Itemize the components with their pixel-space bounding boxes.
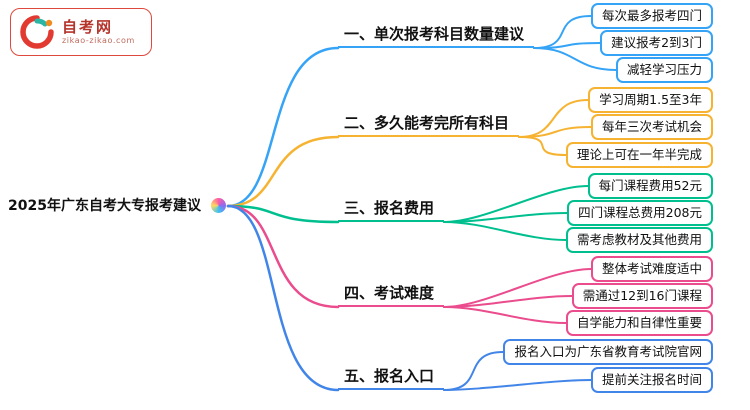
leaf-node: 需通过12到16门课程 — [571, 283, 713, 309]
leaf-node: 每年三次考试机会 — [590, 114, 713, 140]
branch-connector — [443, 212, 568, 223]
branch-connector — [226, 46, 340, 208]
branch-connector — [518, 99, 589, 138]
branch-connector — [226, 135, 340, 208]
central-topic: 2025年广东自考大专报考建议 — [8, 198, 201, 214]
branch-label: 三、报名费用 — [338, 198, 445, 222]
leaf-node: 四门课程总费用208元 — [567, 200, 713, 226]
branch-connector — [443, 221, 567, 241]
leaf-node: 整体考试难度适中 — [590, 256, 713, 282]
zikao-logo-icon — [20, 15, 54, 49]
branch-connector — [443, 379, 592, 391]
branch-label: 一、单次报考科目数量建议 — [338, 24, 535, 48]
leaf-node: 建议报考2到3门 — [600, 30, 713, 56]
branch-connector — [443, 306, 567, 324]
logo-text: 自考网 zikao-zikao.com — [62, 18, 135, 46]
branch-label: 四、考试难度 — [338, 283, 445, 307]
branch-connector — [533, 15, 592, 49]
branch-label: 二、多久能考完所有科目 — [338, 113, 520, 137]
branch-connector — [518, 136, 567, 156]
leaf-node: 学习周期1.5至3年 — [588, 87, 713, 113]
branch-connector — [443, 351, 504, 391]
leaf-node: 需考虑教材及其他费用 — [565, 227, 713, 253]
leaf-node: 自学能力和自律性重要 — [565, 310, 713, 336]
central-node-marker — [211, 198, 226, 213]
branch-label: 五、报名入口 — [338, 366, 445, 390]
branch-connector — [226, 204, 340, 309]
branch-connector — [533, 42, 601, 49]
logo-subtitle: zikao-zikao.com — [62, 36, 135, 45]
leaf-node: 每次最多报考四门 — [590, 3, 713, 29]
leaf-node: 理论上可在一年半完成 — [565, 142, 713, 168]
logo-title: 自考网 — [62, 18, 114, 36]
leaf-node: 提前关注报名时间 — [590, 367, 713, 393]
leaf-node: 报名入口为广东省教育考试院官网 — [503, 339, 713, 365]
site-logo: 自考网 zikao-zikao.com — [10, 8, 152, 56]
branch-connector — [533, 47, 617, 71]
leaf-node: 每门课程费用52元 — [587, 173, 713, 199]
leaf-node: 减轻学习压力 — [615, 57, 713, 83]
branch-connector — [226, 204, 340, 392]
branch-connector — [226, 204, 340, 224]
branch-connector — [443, 295, 573, 308]
